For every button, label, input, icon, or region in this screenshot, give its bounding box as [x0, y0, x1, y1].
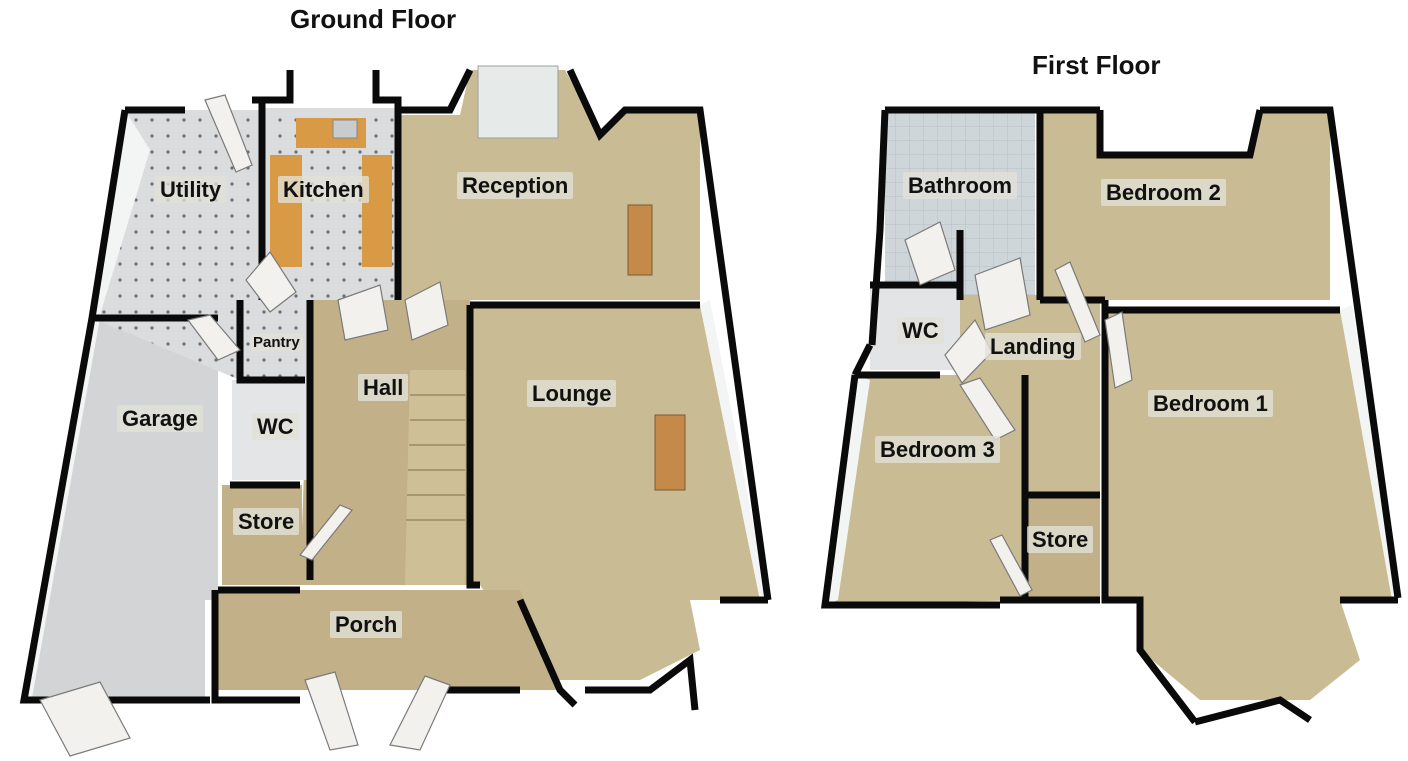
room-label-bedroom2: Bedroom 2 — [1101, 179, 1226, 207]
kitchen-worktop-left — [270, 155, 302, 267]
room-label-kitchen: Kitchen — [278, 176, 369, 204]
room-label-store: Store — [233, 508, 300, 536]
room-label-first-wc: WC — [897, 317, 944, 345]
reception-glass-doors — [477, 65, 559, 139]
room-label-wc: WC — [252, 413, 299, 441]
bedroom3-wall-face — [825, 375, 870, 605]
room-label-first-store: Store — [1027, 526, 1094, 554]
room-label-hall: Hall — [358, 374, 409, 402]
lounge-wall-face — [700, 300, 768, 600]
first-floor-walls — [821, 106, 1402, 726]
room-label-utility: Utility — [155, 176, 227, 204]
lounge-fireplace — [654, 414, 686, 491]
room-label-bedroom3: Bedroom 3 — [875, 436, 1000, 464]
kitchen-worktop-right — [362, 155, 392, 267]
garage-floor — [24, 320, 218, 700]
porch-floor — [215, 590, 560, 690]
first-floor-doors — [904, 221, 1133, 597]
hall-staircase — [405, 370, 465, 585]
first-floor-title: First Floor — [1032, 50, 1161, 80]
room-label-reception: Reception — [457, 172, 574, 200]
ground-floor-title: Ground Floor — [290, 4, 457, 34]
room-label-porch: Porch — [330, 611, 403, 639]
reception-fireplace — [627, 204, 653, 276]
utility-wall-face — [92, 110, 150, 318]
room-label-lounge: Lounge — [527, 380, 617, 408]
room-label-bathroom: Bathroom — [903, 172, 1017, 200]
room-label-bedroom1: Bedroom 1 — [1148, 390, 1273, 418]
ground-floor-doors — [39, 94, 451, 757]
room-label-pantry: Pantry — [250, 334, 303, 352]
room-label-garage: Garage — [117, 405, 203, 433]
bedroom3-floor — [825, 375, 1025, 605]
kitchen-sink — [332, 119, 358, 139]
first-floor-plan — [821, 106, 1402, 726]
room-label-landing: Landing — [985, 333, 1081, 361]
